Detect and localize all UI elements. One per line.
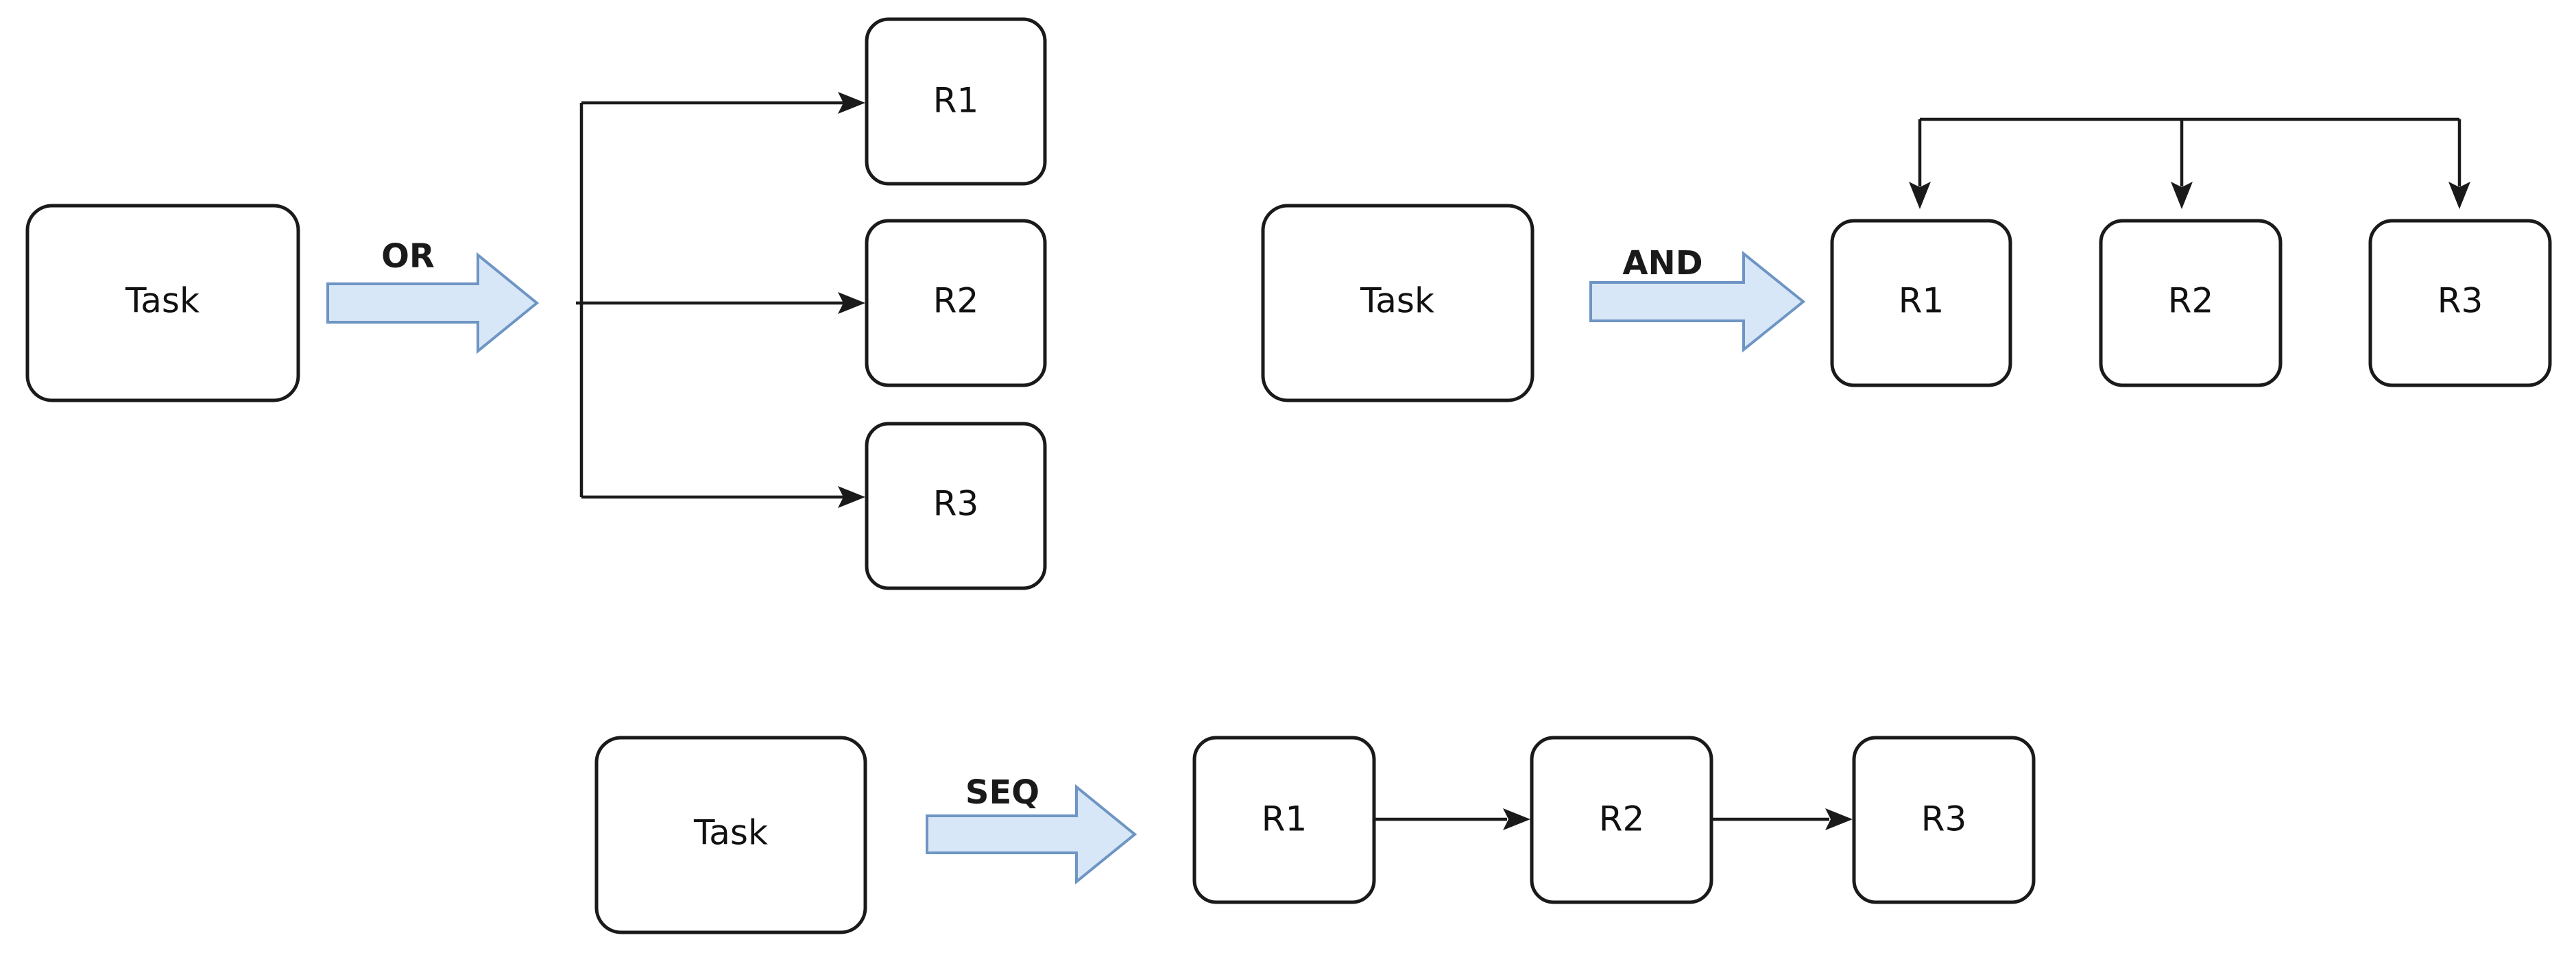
and-result-label-r2: R2 <box>2168 281 2214 321</box>
seq-task-label: Task <box>693 813 768 853</box>
and-result-box-r1 <box>1830 219 2012 387</box>
seq-operator-label: SEQ <box>965 773 1039 812</box>
or-task-label: Task <box>125 281 200 321</box>
and-result-label-r1: R1 <box>1899 281 1945 321</box>
or-result-box-r2 <box>865 219 1047 387</box>
or-arrowhead-r3 <box>838 486 865 508</box>
or-result-label-r3: R3 <box>933 484 979 524</box>
or-operator-label: OR <box>381 237 435 276</box>
or-result-label-r1: R1 <box>933 81 979 121</box>
or-group: Task OR R1 R2 R3 <box>25 17 1047 590</box>
and-arrowhead-r2 <box>2171 182 2193 209</box>
and-result-label-r3: R3 <box>2437 281 2483 321</box>
seq-block-arrow <box>926 784 1137 885</box>
or-result-box-r1 <box>865 17 1047 186</box>
and-group: Task AND R1 R2 R3 <box>1261 117 2552 402</box>
and-result-box-r2 <box>2099 219 2283 387</box>
seq-arrowhead-r2 <box>1503 808 1530 830</box>
seq-connector <box>1374 808 1853 830</box>
and-result-box-r3 <box>2368 219 2552 387</box>
and-arrowhead-r3 <box>2448 182 2470 209</box>
seq-result-label-r1: R1 <box>1262 799 1308 839</box>
seq-task-box <box>594 736 867 934</box>
or-arrowhead-r2 <box>838 292 865 314</box>
or-result-box-r3 <box>865 422 1047 590</box>
seq-result-label-r3: R3 <box>1921 799 1967 839</box>
and-operator-label: AND <box>1622 244 1702 282</box>
and-task-label: Task <box>1360 281 1434 321</box>
seq-group: Task SEQ R1 R2 R3 <box>594 736 2036 934</box>
or-connector <box>576 92 865 508</box>
or-task-box <box>25 204 300 402</box>
or-arrowhead-r1 <box>838 92 865 114</box>
seq-result-label-r2: R2 <box>1599 799 1645 839</box>
or-block-arrow <box>326 252 540 354</box>
and-task-box <box>1261 204 1534 402</box>
seq-result-box-r3 <box>1852 736 2036 904</box>
and-block-arrow <box>1589 250 1806 353</box>
and-connector <box>1909 117 2470 209</box>
seq-arrowhead-r3 <box>1825 808 1853 830</box>
or-result-label-r2: R2 <box>933 281 979 321</box>
and-arrowhead-r1 <box>1909 182 1931 209</box>
